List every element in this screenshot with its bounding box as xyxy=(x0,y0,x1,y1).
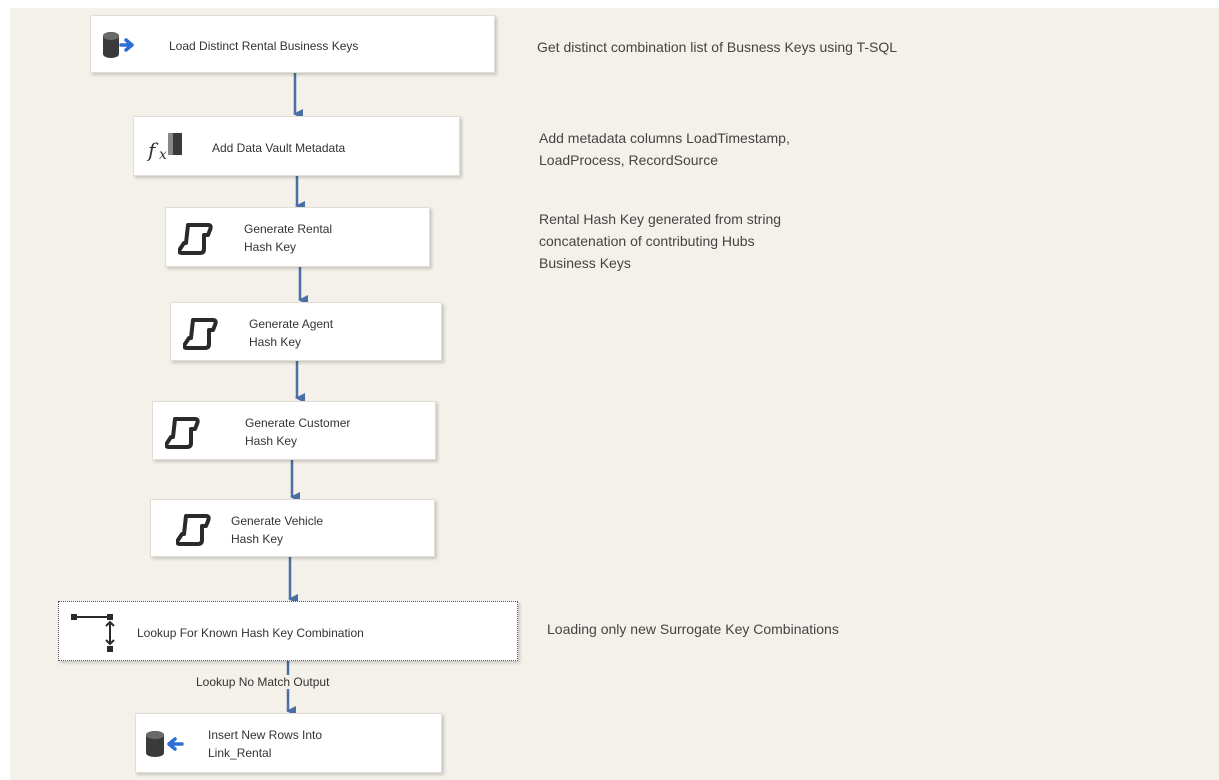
task-generate-agent-hash-key[interactable]: Generate Agent Hash Key xyxy=(170,302,442,361)
path-label-lookup-no-match-output[interactable]: Lookup No Match Output xyxy=(196,675,330,689)
task-generate-vehicle-hash-key[interactable]: Generate Vehicle Hash Key xyxy=(150,499,435,557)
script-component-icon xyxy=(178,221,214,255)
task-generate-rental-hash-key[interactable]: Generate Rental Hash Key xyxy=(165,207,430,267)
ole-db-destination-icon xyxy=(144,728,188,760)
task-add-data-vault-metadata[interactable]: f x Add Data Vault Metadata xyxy=(133,116,460,176)
ole-db-source-icon xyxy=(101,30,141,60)
task-label: Generate Agent Hash Key xyxy=(249,317,334,349)
annotation-metadata-columns[interactable]: Add metadata columns LoadTimestamp, Load… xyxy=(539,130,790,168)
annotation-new-surrogate-keys[interactable]: Loading only new Surrogate Key Combinati… xyxy=(547,621,839,637)
annotation-rental-hash-key[interactable]: Rental Hash Key generated from string co… xyxy=(539,211,782,271)
script-component-icon xyxy=(176,512,212,546)
task-load-distinct-rental-business-keys[interactable]: Load Distinct Rental Business Keys xyxy=(90,15,495,73)
task-label: Load Distinct Rental Business Keys xyxy=(169,39,359,53)
task-label: Insert New Rows Into Link_Rental xyxy=(208,728,323,760)
svg-text:f: f xyxy=(146,138,159,162)
task-label: Generate Customer Hash Key xyxy=(245,416,351,448)
task-lookup-for-known-hash-key-combination[interactable]: Lookup For Known Hash Key Combination xyxy=(58,601,518,661)
derived-column-icon: f x xyxy=(146,129,186,165)
script-component-icon xyxy=(165,415,201,449)
task-label: Add Data Vault Metadata xyxy=(212,141,346,155)
task-label: Lookup For Known Hash Key Combination xyxy=(137,626,364,640)
task-label: Generate Vehicle Hash Key xyxy=(231,514,324,546)
task-label: Generate Rental Hash Key xyxy=(244,222,333,254)
task-generate-customer-hash-key[interactable]: Generate Customer Hash Key xyxy=(152,401,436,460)
task-insert-new-rows-into-link-rental[interactable]: Insert New Rows Into Link_Rental xyxy=(135,713,442,773)
script-component-icon xyxy=(183,316,219,350)
lookup-icon xyxy=(69,610,119,654)
svg-text:x: x xyxy=(159,147,167,163)
annotation-distinct-keys[interactable]: Get distinct combination list of Busness… xyxy=(537,39,898,55)
